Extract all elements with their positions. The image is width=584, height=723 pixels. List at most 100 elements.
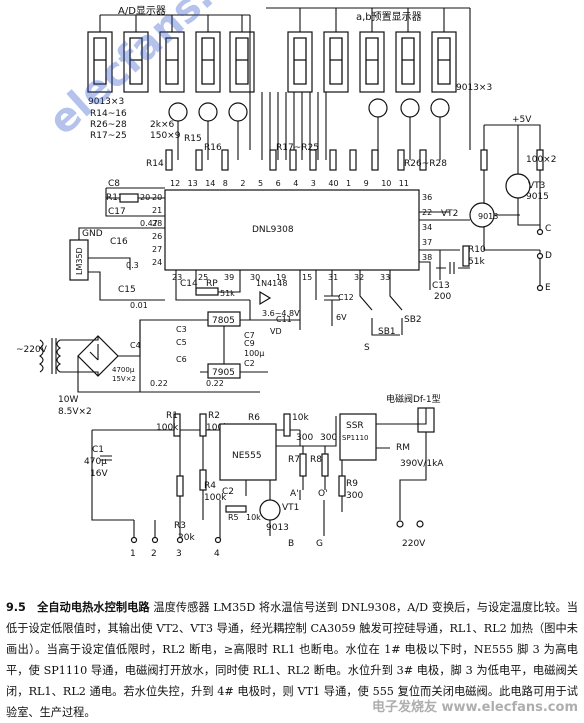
ic-ne555	[219, 423, 277, 481]
label-c2-ps: C2	[244, 359, 255, 368]
label-o-prime: O'	[318, 489, 328, 499]
ic-pin-38: 38	[422, 253, 432, 262]
ic-pin-3: 3	[311, 179, 316, 188]
resistor-value-2kx6: 2k×6	[150, 120, 174, 130]
label-c6: C6	[176, 355, 187, 364]
caption-title: 9.5 全自动电热水控制电路	[6, 601, 150, 614]
label-16v: 16V	[90, 469, 108, 479]
label-c13: C13	[432, 281, 450, 291]
label-gnd: GND	[82, 229, 103, 239]
label-300-a: 300	[296, 433, 313, 443]
label-ssr: SSR	[346, 421, 364, 431]
ic-pin-27: 27	[152, 245, 162, 254]
label-220v-b: 220V	[402, 539, 426, 549]
ab-digit-2	[323, 31, 349, 93]
label-c7: C7	[244, 331, 255, 340]
label-sb1: SB1	[378, 327, 396, 337]
ab-digit-1	[287, 31, 313, 93]
resistor-group-r26-28: R26~28	[90, 120, 127, 130]
ic-dnl9308-label: DNL9308	[252, 225, 294, 235]
label-ne555: NE555	[232, 451, 262, 461]
label-r5: R5	[228, 513, 239, 522]
label-300-b: 300	[320, 433, 337, 443]
label-vt2: VT2	[441, 209, 458, 219]
label-001: 0.01	[130, 301, 148, 310]
label-390v: 390V/1kA	[400, 459, 444, 469]
label-a-prime: A'	[290, 489, 299, 499]
label-rp: RP	[206, 279, 218, 289]
label-r14: R14	[146, 159, 164, 169]
label-c3: C3	[176, 325, 187, 334]
label-sp1110: SP1110	[342, 434, 368, 442]
label-100u: 100μ	[244, 349, 264, 358]
ad-digit-4	[195, 31, 221, 93]
label-r1-value: 100k	[156, 423, 179, 433]
ad-digit-3	[159, 31, 185, 93]
ic-pin-21: 21	[152, 206, 162, 215]
ssr-sp1110	[339, 413, 377, 461]
label-c2: C2	[222, 487, 234, 497]
label-c4: C4	[130, 341, 141, 350]
label-6v: 6V	[336, 313, 347, 322]
resistor-group-r14-16: R14~16	[90, 109, 127, 119]
transformer	[39, 338, 61, 374]
label-7805: 7805	[212, 316, 235, 326]
label-c5: C5	[176, 338, 187, 347]
ab-digit-5	[431, 31, 457, 93]
label-plus5v: +5V	[512, 115, 532, 125]
ic-pin-11: 11	[399, 179, 409, 188]
label-022b: 0.22	[206, 379, 224, 388]
label-c14: C14	[180, 279, 198, 289]
ic-pin-28: 28	[152, 219, 162, 228]
label-r15: R15	[184, 134, 202, 144]
ic-pin-34: 34	[422, 223, 432, 232]
label-51k-b: 51k	[220, 289, 235, 298]
ic-pin-31: 31	[328, 273, 338, 282]
label-vt3: VT3	[528, 181, 545, 191]
label-85v: 8.5V×2	[58, 407, 92, 417]
label-r6: R6	[248, 413, 260, 423]
ic-pin-37: 37	[422, 238, 432, 247]
ic-pin-15: 15	[302, 273, 312, 282]
ab-display-label: a,b预置显示器	[356, 11, 422, 23]
ic-pin-26: 26	[152, 232, 162, 241]
ad-display-group: A/D显示器	[87, 5, 255, 93]
label-r2: R2	[208, 411, 220, 421]
ab-digit-3	[359, 31, 385, 93]
label-r26-r28: R26~R28	[404, 159, 447, 169]
label-51k: 51k	[468, 257, 485, 267]
label-r3-value: 20k	[178, 533, 195, 543]
ic-pin-12: 12	[170, 179, 180, 188]
ab-transistor-label: 9013×3	[456, 83, 492, 93]
label-03: 0.3	[126, 261, 139, 270]
label-022a: 0.22	[150, 379, 168, 388]
circuit-schematic: A/D显示器 a,b预置显示器 9013×3 9013×3 R14~16 R26…	[16, 5, 556, 559]
label-r9: R9	[346, 479, 358, 489]
label-lm35d: LM35D	[75, 247, 84, 275]
ic-pin-2: 2	[240, 179, 245, 188]
ic-pin-5: 5	[258, 179, 263, 188]
label-c13-value: 200	[434, 292, 451, 302]
label-9015: 9015	[526, 192, 549, 202]
ic-pin-25: 25	[198, 273, 208, 282]
label-7905: 7905	[212, 368, 235, 378]
ab-driver-transistors	[368, 98, 450, 160]
resistor-row	[165, 149, 427, 171]
label-c17: C17	[108, 207, 126, 217]
label-9013-vt1: 9013	[266, 523, 289, 533]
label-r1: R1	[166, 411, 178, 421]
terminal-e: E	[545, 283, 551, 293]
label-c12: C12	[338, 293, 354, 302]
label-rm: RM	[396, 443, 410, 453]
ad-digit-1	[87, 31, 113, 93]
ab-digit-4	[395, 31, 421, 93]
label-4700u: 4700μ	[112, 366, 135, 374]
ic-pin-39: 39	[224, 273, 234, 282]
ic-pin-4: 4	[293, 179, 298, 188]
caption-block: 9.5 全自动电热水控制电路 温度传感器 LM35D 将水温信号送到 DNL93…	[6, 597, 578, 723]
label-s: S	[364, 343, 370, 353]
label-vt1: VT1	[282, 503, 299, 513]
label-r9-value: 300	[346, 491, 363, 501]
label-r6-value: 10k	[292, 413, 309, 423]
